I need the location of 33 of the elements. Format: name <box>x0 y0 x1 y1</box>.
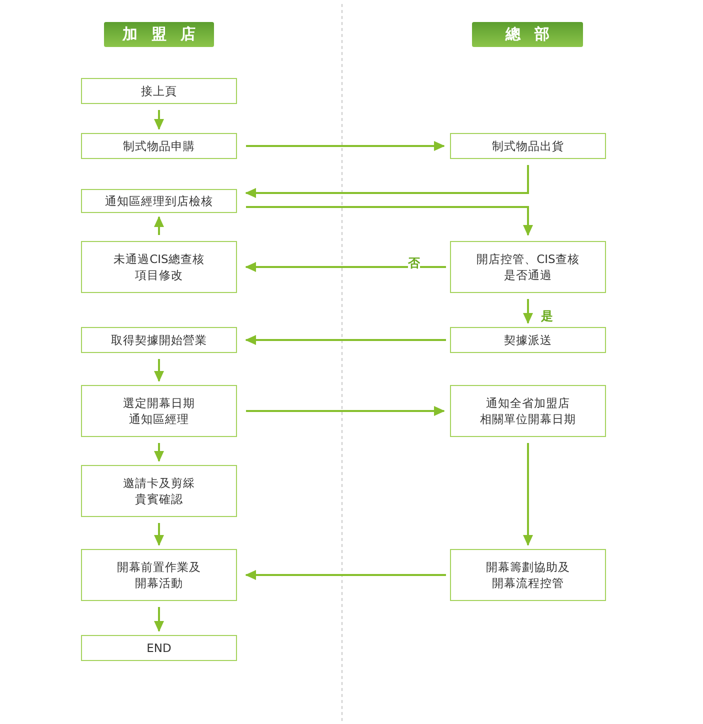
process-box: 開幕籌劃協助及開幕流程控管 <box>450 549 606 601</box>
arrow <box>154 607 164 632</box>
edge-label: 是 <box>541 309 553 323</box>
process-box: 開店控管、CIS查核是否通過 <box>450 241 606 293</box>
process-box: 制式物品出貨 <box>450 133 606 159</box>
arrow <box>523 443 533 546</box>
process-box: 取得契據開始營業 <box>81 327 237 353</box>
process-box: 接上頁 <box>81 78 237 104</box>
arrow <box>154 359 164 382</box>
process-box: 未通過CIS總查核項目修改 <box>81 241 237 293</box>
process-box: 通知全省加盟店相關單位開幕日期 <box>450 385 606 437</box>
arrow <box>523 299 533 324</box>
arrow <box>245 335 446 345</box>
lane-header: 總部 <box>472 22 583 47</box>
arrow <box>154 216 164 235</box>
arrow <box>246 206 533 236</box>
arrow <box>246 141 445 151</box>
arrow <box>154 523 164 546</box>
lane-header: 加盟店 <box>104 22 214 47</box>
process-box: 邀請卡及剪綵貴賓確認 <box>81 465 237 517</box>
process-box: END <box>81 635 237 661</box>
arrow <box>154 110 164 130</box>
process-box: 選定開幕日期通知區經理 <box>81 385 237 437</box>
process-box: 開幕前置作業及開幕活動 <box>81 549 237 601</box>
arrow <box>245 570 446 580</box>
process-box: 契據派送 <box>450 327 606 353</box>
process-box: 制式物品申購 <box>81 133 237 159</box>
arrow <box>154 443 164 462</box>
arrow <box>245 262 446 272</box>
arrow <box>245 165 529 198</box>
process-box: 通知區經理到店檢核 <box>81 189 237 213</box>
edge-label: 否 <box>408 256 420 270</box>
arrow <box>246 406 445 416</box>
